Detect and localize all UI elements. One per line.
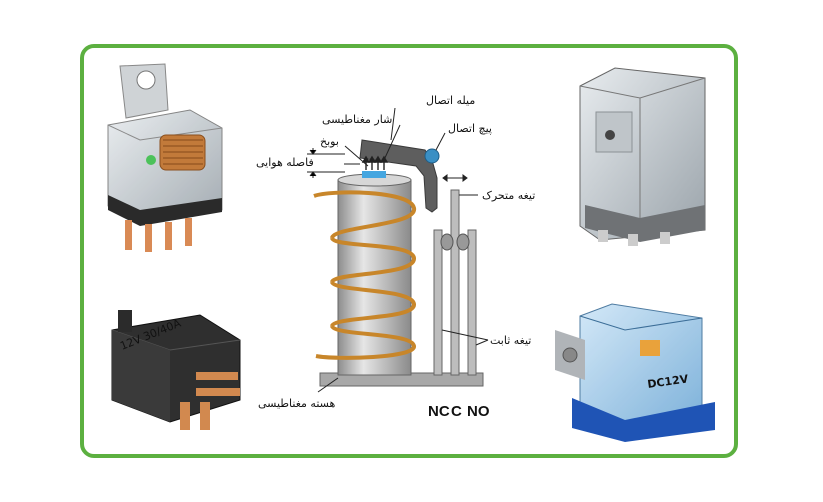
- label-moving-blade: تیغه متحرک: [482, 189, 535, 202]
- relay-photo-grey: [579, 67, 706, 246]
- label-pivot: پیچ اتصال: [448, 122, 492, 135]
- terminal-nc: NC: [428, 403, 450, 420]
- relay-photo-clear: [107, 63, 223, 252]
- no-blade: [467, 229, 477, 376]
- air-gap-plate: [362, 171, 386, 178]
- c-blade: [450, 189, 460, 376]
- terminal-no: NO: [467, 403, 490, 420]
- label-contact-rod: میله اتصال: [426, 94, 475, 107]
- pivot: [424, 148, 440, 164]
- coil-winding: [313, 190, 416, 360]
- relay-photo-black: 12V 30/40A: [111, 310, 241, 430]
- label-air-gap: فاصله هوایی: [256, 156, 314, 169]
- mounting-bracket: [119, 63, 169, 119]
- relay-diagram: [307, 107, 489, 393]
- label-magnetic-core: هسته مغناطیسی: [258, 397, 335, 410]
- label-coil: بوبخ: [320, 135, 339, 148]
- terminal-c: C: [451, 403, 462, 420]
- label-fixed-blade: تیغه ثابت: [490, 334, 531, 347]
- nc-blade: [433, 229, 443, 376]
- label-magnetic-flux: شار مغناطیسی: [322, 113, 392, 126]
- svg-text:DC12V: DC12V: [647, 372, 690, 391]
- relay-photo-blue: DC12V: [555, 303, 715, 442]
